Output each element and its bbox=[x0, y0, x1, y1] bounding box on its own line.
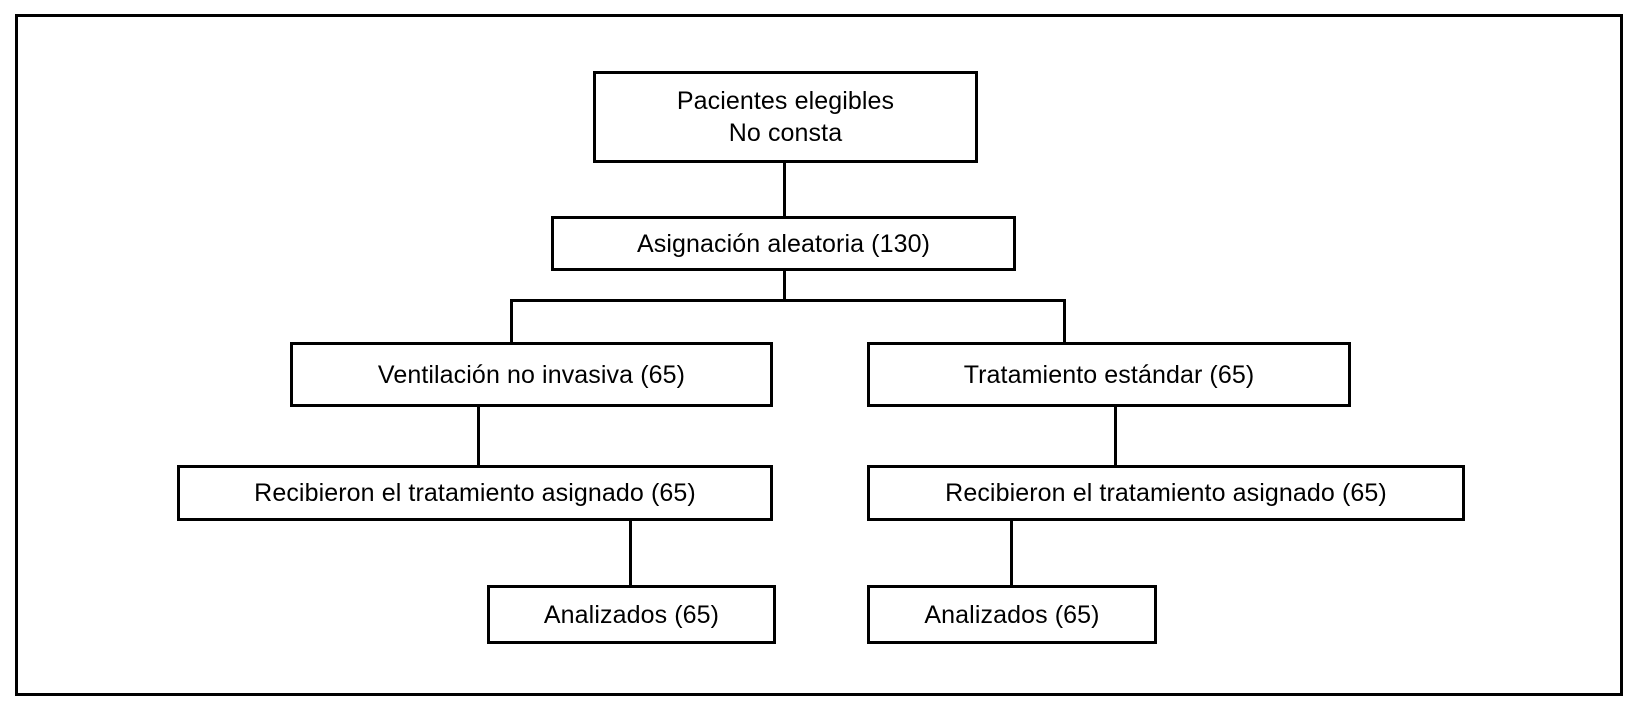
connector-standard-to-received-right bbox=[1114, 405, 1117, 466]
connector-eligible-to-randomized bbox=[783, 162, 786, 216]
connector-split-bar bbox=[510, 299, 1066, 302]
connector-split-drop-right bbox=[1063, 299, 1066, 343]
node-analizados-left[interactable]: Analizados (65) bbox=[487, 585, 776, 644]
node-recibieron-tratamiento-right[interactable]: Recibieron el tratamiento asignado (65) bbox=[867, 465, 1465, 521]
connector-received-left-to-analyzed-left bbox=[629, 520, 632, 586]
connector-randomized-stub bbox=[783, 269, 786, 302]
connector-split-drop-left bbox=[510, 299, 513, 343]
node-analizados-right[interactable]: Analizados (65) bbox=[867, 585, 1157, 644]
node-pacientes-elegibles[interactable]: Pacientes elegibles No consta bbox=[593, 71, 978, 163]
node-tratamiento-estandar[interactable]: Tratamiento estándar (65) bbox=[867, 342, 1351, 407]
connector-niv-to-received-left bbox=[477, 405, 480, 466]
node-recibieron-tratamiento-left[interactable]: Recibieron el tratamiento asignado (65) bbox=[177, 465, 773, 521]
connector-received-right-to-analyzed-right bbox=[1010, 520, 1013, 586]
node-asignacion-aleatoria[interactable]: Asignación aleatoria (130) bbox=[551, 216, 1016, 271]
node-ventilacion-no-invasiva[interactable]: Ventilación no invasiva (65) bbox=[290, 342, 773, 407]
